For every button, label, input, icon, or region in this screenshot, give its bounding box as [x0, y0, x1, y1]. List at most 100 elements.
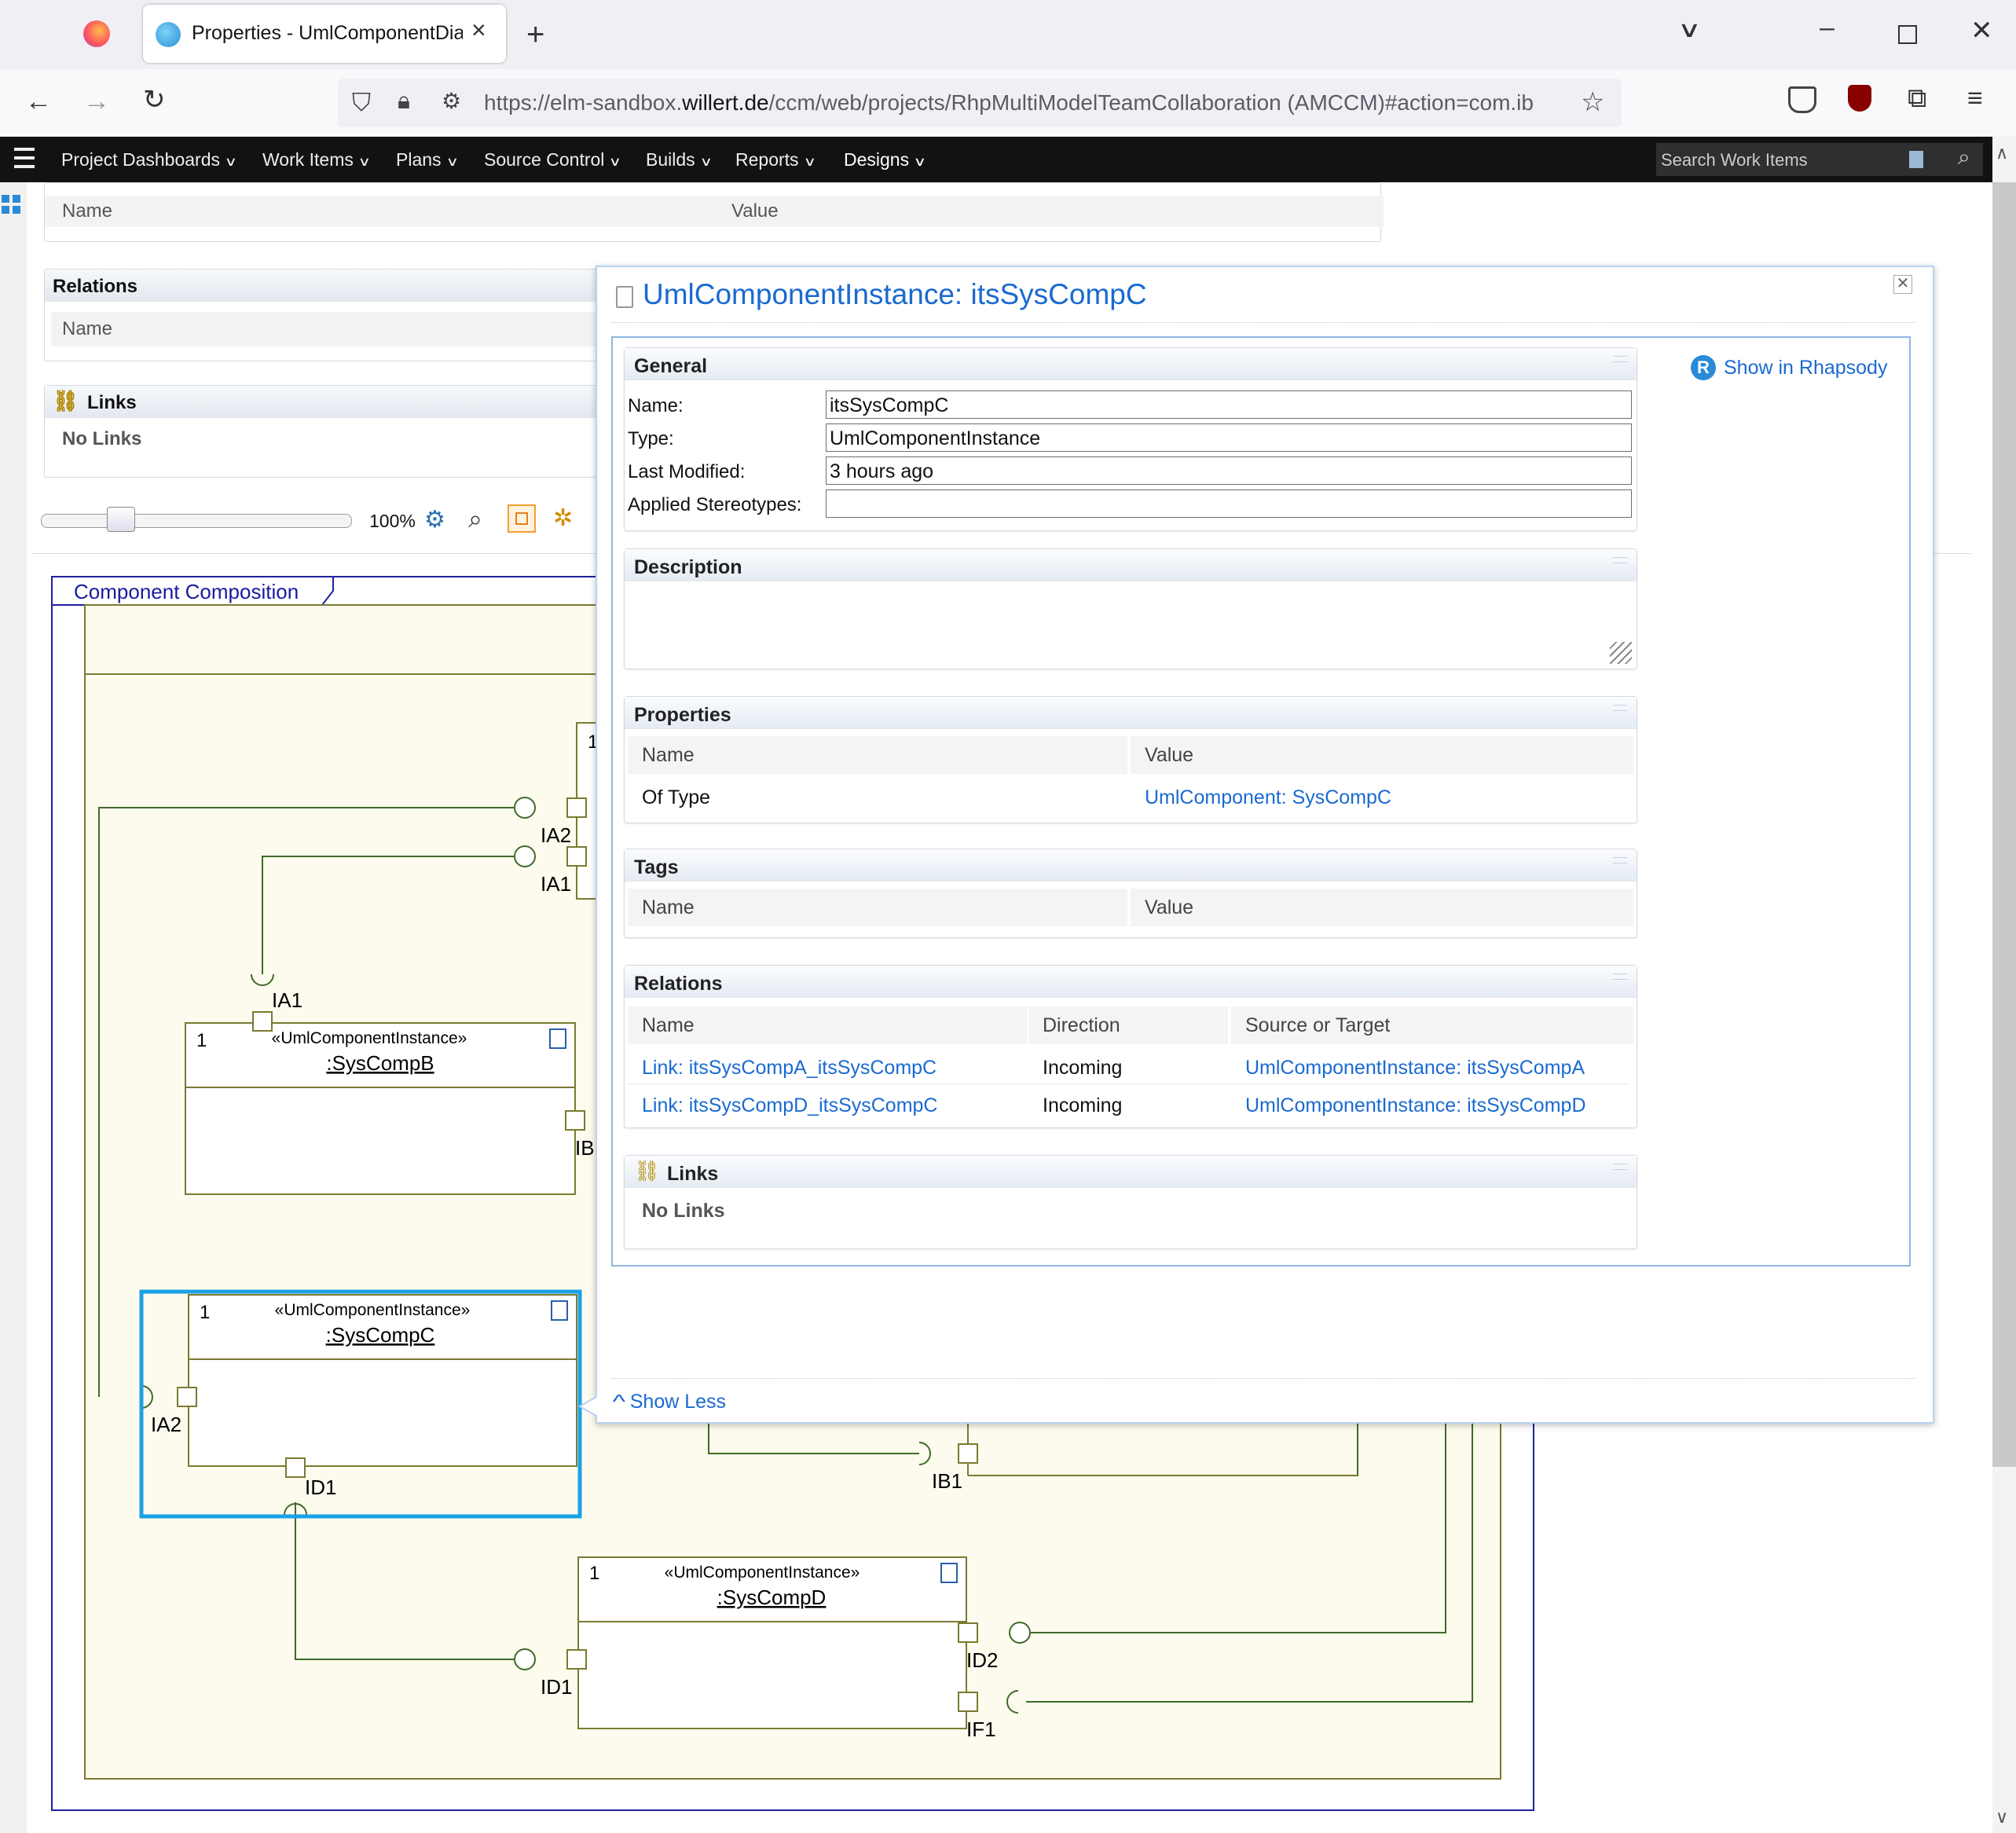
apps-grid-icon[interactable] [2, 195, 22, 215]
link-icon: ⛓ [634, 1159, 661, 1182]
menu-icon[interactable]: ≡ [1967, 83, 1983, 113]
url-text[interactable]: https://elm-sandbox.willert.de/ccm/web/p… [484, 90, 1534, 115]
reload-icon[interactable]: ↻ [143, 85, 166, 115]
nav-work-items[interactable]: Work Items∨ [262, 137, 371, 182]
collapse-icon[interactable] [1613, 557, 1627, 563]
property-value-link[interactable]: UmlComponent: SysCompC [1145, 786, 1391, 808]
zoom-icon[interactable]: ⌕ [468, 504, 482, 533]
scroll-down-icon[interactable]: ∨ [1996, 1807, 2009, 1827]
description-textarea[interactable] [626, 582, 1633, 665]
ball-ia1 [514, 845, 536, 867]
tags-section: Tags Name Value [624, 849, 1637, 938]
search-icon[interactable]: ⌕ [1958, 145, 1970, 169]
hamburger-icon[interactable] [14, 148, 35, 168]
applied-stereotypes-field[interactable] [826, 489, 1632, 518]
lock-icon[interactable]: 🔒︎ [398, 88, 410, 114]
tab-list-chevron-icon[interactable]: ∨ [1677, 17, 1702, 42]
url-bar[interactable]: ⛉ 🔒︎ ⚙ https://elm-sandbox.willert.de/cc… [338, 79, 1622, 127]
relations-header[interactable]: Relations [625, 966, 1637, 998]
part-bottom-right-partial: IB1 [932, 1421, 1358, 1493]
relation-name-link[interactable]: Link: itsSysCompA_itsSysCompC [642, 1057, 937, 1079]
fit-diagram-icon[interactable]: ⚙ [424, 507, 445, 533]
links-header[interactable]: ⛓ Links [625, 1156, 1637, 1188]
select-area-icon[interactable] [508, 504, 536, 533]
relations-section: Relations Name Direction Source or Targe… [624, 965, 1637, 1128]
relation-name-link[interactable]: Link: itsSysCompD_itsSysCompC [642, 1094, 938, 1116]
type-label: Type: [628, 428, 674, 449]
collapse-icon[interactable] [1613, 973, 1627, 980]
relations-col-name: Name [628, 1006, 1027, 1044]
port-id1 [285, 1457, 306, 1478]
tab-title: Properties - UmlComponentDia [192, 22, 463, 44]
show-in-rhapsody-link[interactable]: Show in Rhapsody [1724, 357, 1888, 379]
multiplicity: 1 [200, 1302, 210, 1323]
nav-builds[interactable]: Builds∨ [646, 137, 713, 182]
rhapsody-icon[interactable]: R [1691, 355, 1716, 380]
port-ib [565, 1110, 585, 1131]
nav-project-dashboards[interactable]: Project Dashboards∨ [61, 137, 237, 182]
close-popup-icon[interactable]: ✕ [1893, 275, 1912, 294]
resize-grip-icon[interactable] [1610, 642, 1632, 664]
tags-col-name: Name [628, 889, 1127, 926]
nav-source-control[interactable]: Source Control∨ [484, 137, 621, 182]
chevron-up-icon: ^ [612, 1391, 626, 1413]
zoom-slider-handle[interactable] [107, 507, 135, 532]
bookmark-star-icon[interactable]: ☆ [1581, 87, 1605, 117]
close-tab-icon[interactable]: × [471, 16, 486, 44]
popup-title[interactable]: UmlComponentInstance: itsSysCompC [643, 278, 1147, 310]
collapse-icon[interactable] [1613, 705, 1627, 711]
popup-content: R Show in Rhapsody General Name: itsSysC… [611, 336, 1911, 1267]
description-header[interactable]: Description [625, 549, 1637, 581]
type-field[interactable]: UmlComponentInstance [826, 423, 1632, 452]
no-links-text: No Links [642, 1200, 725, 1222]
port-ia1 [252, 1011, 273, 1032]
port-id1 [566, 1649, 587, 1670]
firefox-icon[interactable] [83, 20, 110, 47]
permissions-icon[interactable]: ⚙ [442, 89, 462, 113]
collapse-icon[interactable] [1613, 1164, 1627, 1170]
general-header[interactable]: General [625, 348, 1637, 380]
port-label-ib1: IB1 [932, 1469, 962, 1493]
popup-pointer-inner [581, 1397, 598, 1416]
frame-title: Component Composition [74, 580, 299, 603]
nav-reports[interactable]: Reports∨ [735, 137, 816, 182]
ublock-icon[interactable] [1848, 85, 1871, 112]
port-label-if1: IF1 [966, 1718, 996, 1741]
shield-icon[interactable]: ⛉ [352, 88, 372, 116]
relation-target-link[interactable]: UmlComponentInstance: itsSysCompA [1245, 1057, 1585, 1079]
maximize-icon[interactable] [1898, 25, 1917, 44]
show-less-link[interactable]: ^Show Less [612, 1391, 727, 1413]
layout-icon[interactable]: ✲ [553, 505, 574, 531]
search-work-items-input[interactable]: Search Work Items ⌕ [1656, 143, 1983, 176]
port-label-id1: ID1 [305, 1476, 336, 1499]
multiplicity: 1 [589, 1563, 599, 1584]
browser-tab[interactable]: Properties - UmlComponentDia × [143, 5, 506, 63]
chevron-down-icon: ∨ [445, 156, 459, 169]
back-icon[interactable]: ← [25, 86, 52, 116]
extensions-icon[interactable]: ⧉ [1908, 83, 1927, 113]
last-modified-field[interactable]: 3 hours ago [826, 456, 1632, 485]
nav-plans[interactable]: Plans∨ [396, 137, 459, 182]
properties-header[interactable]: Properties [625, 697, 1637, 729]
pocket-icon[interactable] [1788, 86, 1816, 113]
collapse-icon[interactable] [1613, 356, 1627, 362]
scrollbar-thumb[interactable] [1992, 182, 2016, 1467]
chevron-down-icon: ∨ [699, 156, 713, 169]
relation-target-link[interactable]: UmlComponentInstance: itsSysCompD [1245, 1094, 1586, 1116]
port-if1 [958, 1692, 978, 1712]
port-label-id1: ID1 [541, 1675, 572, 1699]
app-navigation: Project Dashboards∨ Work Items∨ Plans∨ S… [0, 137, 1992, 182]
collapse-icon[interactable] [1613, 857, 1627, 863]
tags-header[interactable]: Tags [625, 849, 1637, 882]
search-scope-icon[interactable] [1909, 151, 1923, 168]
nav-designs[interactable]: Designs∨ [844, 137, 926, 182]
new-tab-icon[interactable]: + [526, 17, 545, 52]
name-field[interactable]: itsSysCompC [826, 390, 1632, 419]
properties-section: Properties Name Value Of Type UmlCompone… [624, 696, 1637, 823]
ball-id1 [514, 1648, 536, 1670]
minimize-icon[interactable]: – [1820, 13, 1835, 42]
socket-ia1 [251, 973, 274, 986]
forward-icon[interactable]: → [83, 86, 110, 116]
close-window-icon[interactable]: ✕ [1970, 16, 1993, 46]
scroll-up-icon[interactable]: ∧ [1996, 143, 2009, 163]
